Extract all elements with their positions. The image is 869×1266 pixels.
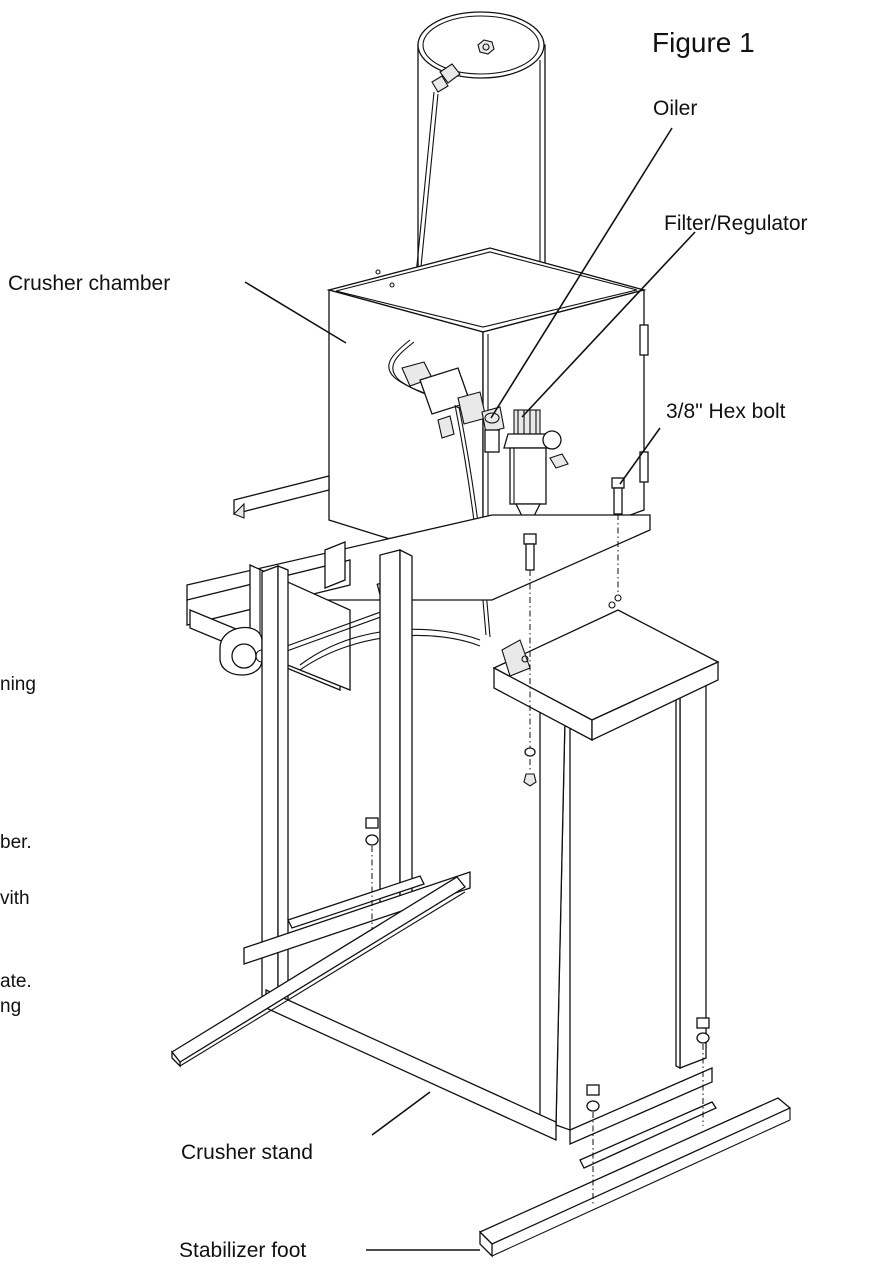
cropped-text-2: ber.	[0, 832, 32, 853]
leader-lines	[244, 127, 696, 1251]
label-oiler: Oiler	[653, 97, 697, 120]
label-crusher-chamber: Crusher chamber	[8, 272, 170, 295]
figure-title: Figure 1	[652, 27, 755, 58]
label-stabilizer-foot: Stabilizer foot	[179, 1239, 306, 1262]
crusher-chamber-body	[326, 247, 649, 569]
hex-bolts	[365, 477, 710, 1205]
cropped-text-3: vith	[0, 888, 30, 909]
cropped-text-5: ng	[0, 996, 21, 1017]
cropped-text-1: ning	[0, 674, 36, 695]
stabilizer-foot	[478, 1097, 792, 1258]
storage-cylinder	[417, 11, 546, 318]
label-filter-regulator: Filter/Regulator	[664, 212, 808, 235]
cropped-text-4: ate.	[0, 971, 32, 992]
valve-block	[401, 361, 487, 439]
oiler-unit	[481, 406, 505, 453]
crusher-stand	[171, 475, 720, 1169]
label-crusher-stand: Crusher stand	[181, 1141, 313, 1164]
label-hex-bolt: 3/8" Hex bolt	[666, 400, 786, 423]
filter-regulator-unit	[503, 409, 569, 517]
